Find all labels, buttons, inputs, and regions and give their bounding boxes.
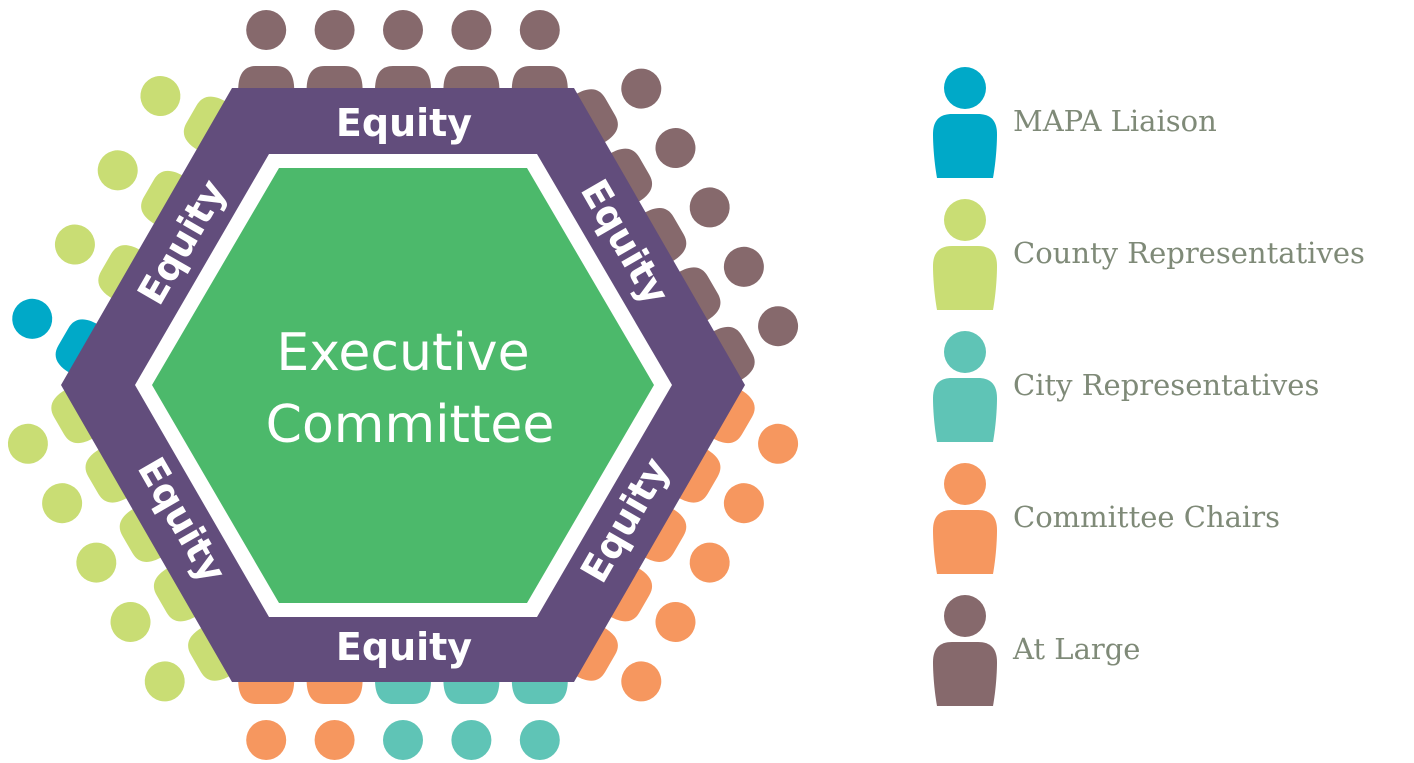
seat-head	[110, 601, 151, 642]
legend-label-county-representatives: County Representatives	[1013, 236, 1365, 270]
center-title-line2: Committee	[266, 395, 555, 455]
seat-head	[314, 720, 355, 760]
person-head	[944, 595, 986, 637]
person-icon	[933, 199, 997, 310]
seat-head	[42, 483, 83, 524]
equity-label-top: Equity	[336, 101, 472, 145]
person-head	[944, 199, 986, 241]
legend-item-mapa-liaison: MAPA Liaison	[930, 66, 1410, 198]
seat-head	[723, 483, 764, 524]
seat-head	[451, 10, 492, 50]
legend-item-at-large: At Large	[930, 594, 1410, 726]
person-body	[933, 510, 997, 574]
legend-item-city-representatives: City Representatives	[930, 330, 1410, 462]
person-head	[944, 331, 986, 373]
person-icon	[933, 331, 997, 442]
seat-head	[54, 224, 95, 265]
seat-head	[97, 150, 138, 191]
seat-head	[689, 542, 730, 583]
executive-committee-hexagon	[152, 168, 654, 603]
seat-head	[246, 720, 287, 760]
person-icon	[933, 463, 997, 574]
seat-head	[758, 306, 799, 347]
seat-head	[655, 601, 696, 642]
legend-label-city-representatives: City Representatives	[1013, 368, 1320, 402]
person-body	[933, 246, 997, 310]
seat-head	[76, 542, 117, 583]
seat-head	[758, 423, 799, 464]
seat-head	[144, 661, 185, 702]
seat-head	[383, 10, 423, 50]
seat-head	[7, 423, 48, 464]
seat-head	[519, 10, 560, 50]
legend-label-mapa-liaison: MAPA Liaison	[1013, 104, 1217, 138]
legend: MAPA Liaison County Representatives City…	[930, 66, 1410, 726]
seat-head	[383, 720, 423, 760]
seat-head	[621, 661, 662, 702]
seat-head	[689, 187, 730, 228]
seat-head	[655, 128, 696, 169]
seat-head	[451, 720, 492, 760]
seat-head	[723, 246, 764, 287]
seat-head	[140, 76, 181, 117]
person-icon	[933, 67, 997, 178]
legend-label-committee-chairs: Committee Chairs	[1013, 500, 1280, 534]
legend-label-at-large: At Large	[1013, 632, 1141, 666]
seat-head	[12, 298, 53, 339]
person-head	[944, 463, 986, 505]
equity-label-bottom: Equity	[336, 625, 472, 669]
person-head	[944, 67, 986, 109]
center-title-line1: Executive	[276, 323, 529, 383]
legend-item-committee-chairs: Committee Chairs	[930, 462, 1410, 594]
person-body	[933, 114, 997, 178]
seat-head	[621, 68, 662, 109]
person-icon	[933, 595, 997, 706]
seat-head	[519, 720, 560, 760]
legend-item-county-representatives: County Representatives	[930, 198, 1410, 330]
person-body	[933, 642, 997, 706]
committee-diagram: Equity Equity Equity Equity Equity Equit…	[7, 10, 799, 760]
seat-head	[246, 10, 287, 50]
seat-head	[314, 10, 355, 50]
person-body	[933, 378, 997, 442]
